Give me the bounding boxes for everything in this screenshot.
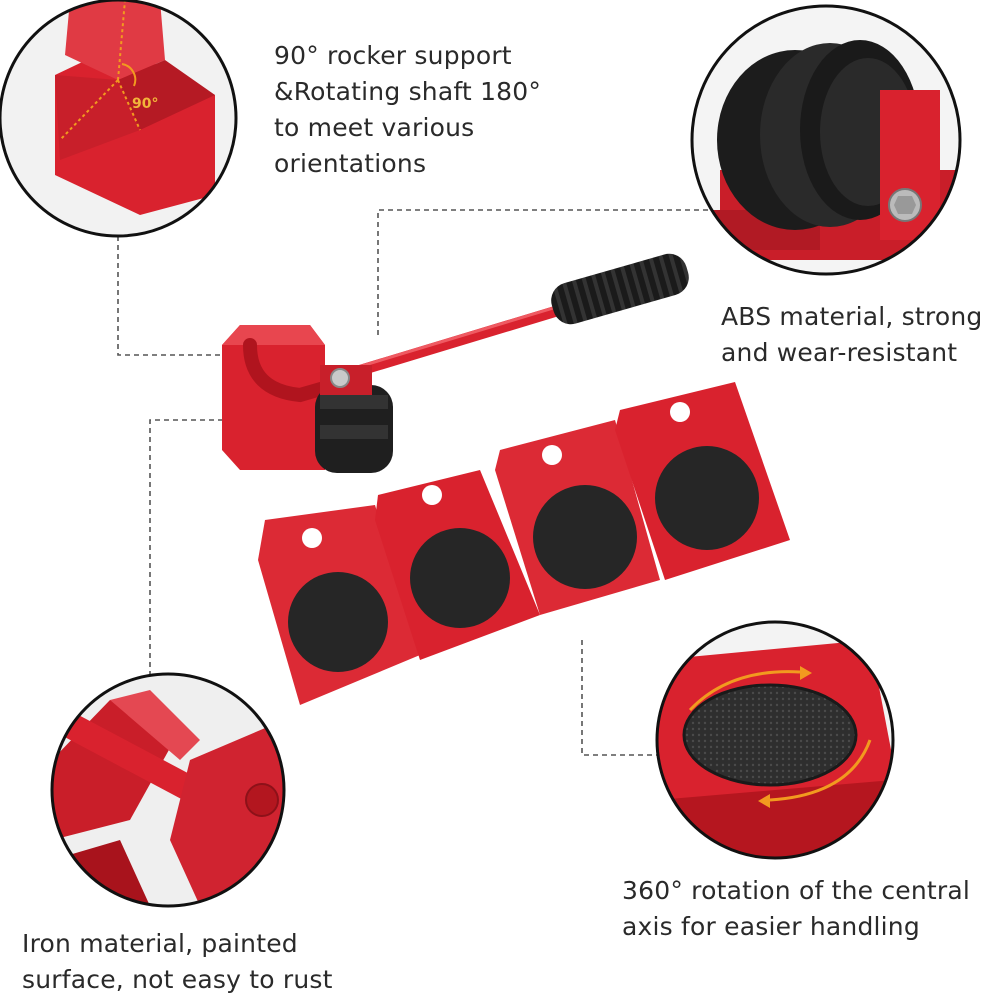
connector-bottom-right bbox=[581, 640, 657, 756]
slider-pad-3 bbox=[495, 420, 660, 615]
lever-grip bbox=[551, 253, 689, 325]
dashed-connectors bbox=[117, 209, 720, 756]
detail-circle-rocker: 90° bbox=[0, 0, 238, 238]
slider-pad-2 bbox=[375, 470, 540, 660]
slider-pad-4 bbox=[615, 382, 790, 580]
detail-circle-iron bbox=[50, 672, 286, 908]
connector-top-right bbox=[377, 209, 720, 335]
lever-tool bbox=[222, 253, 689, 473]
roller-bolt bbox=[330, 368, 350, 388]
slider-pad-1 bbox=[258, 505, 420, 705]
angle-label: 90° bbox=[132, 96, 158, 112]
connector-bottom-left bbox=[149, 419, 232, 674]
detail-circle-roller bbox=[690, 4, 962, 276]
caption-abs-material: ABS material, strong and wear-resistant bbox=[721, 302, 983, 367]
slider-pads bbox=[258, 382, 790, 705]
lever-shaft bbox=[329, 304, 566, 384]
caption-rotation: 360° rotation of the central axis for ea… bbox=[622, 876, 971, 941]
detail-circle-rotation bbox=[655, 620, 895, 860]
caption-iron-material: Iron material, painted surface, not easy… bbox=[22, 929, 333, 994]
connector-top-left bbox=[117, 236, 232, 356]
caption-rocker-support: 90° rocker support &Rotating shaft 180° … bbox=[274, 41, 542, 178]
